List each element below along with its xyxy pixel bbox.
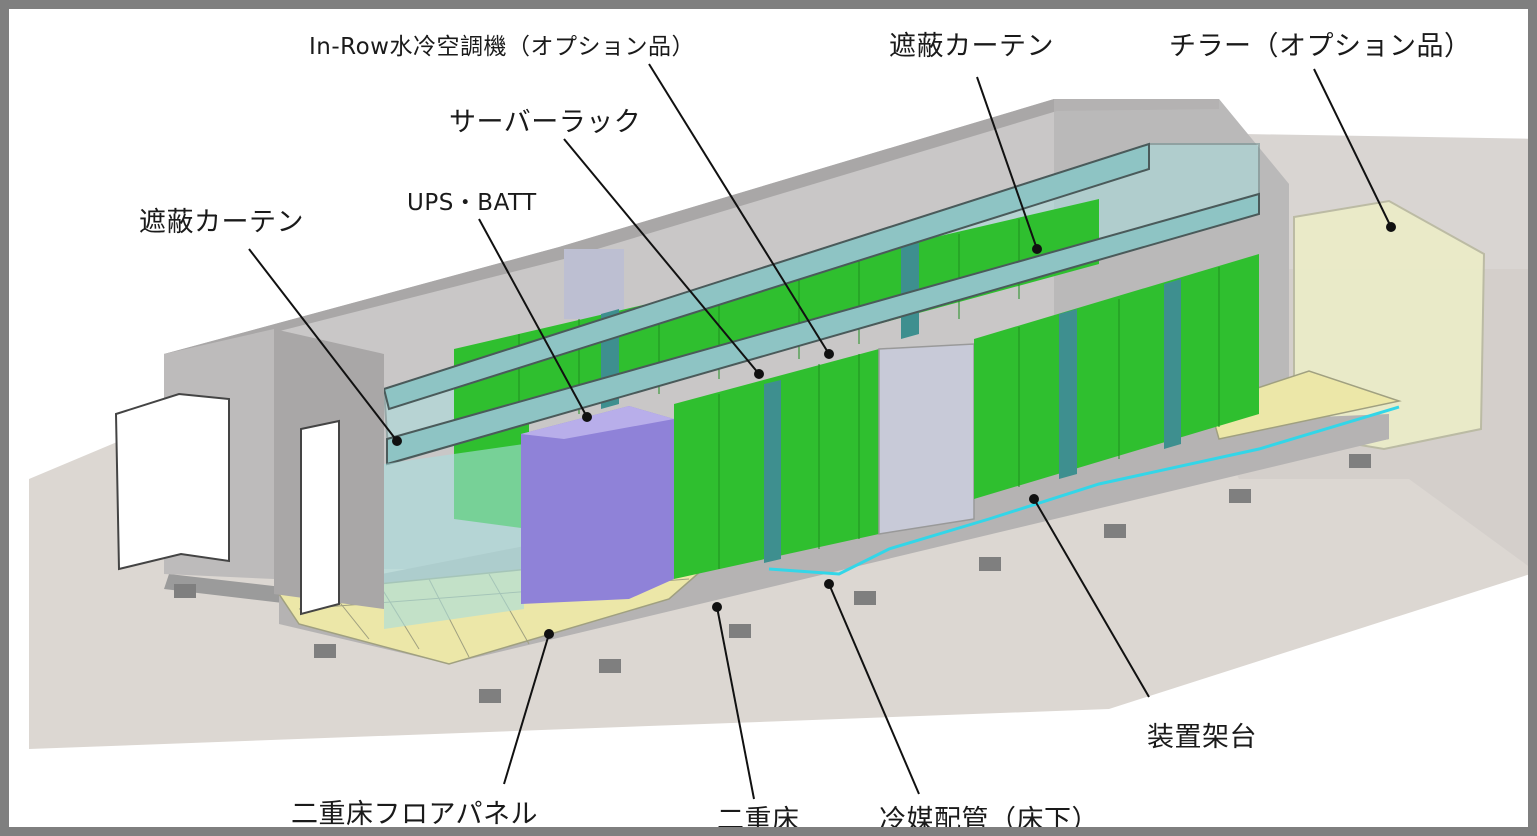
- ups-batt-block: [521, 406, 674, 604]
- curtain-rail-upper: [382, 142, 1150, 411]
- curtain-glass-left: [384, 444, 524, 629]
- label-refrigerant-pipe: 冷媒配管（床下）: [879, 805, 1099, 836]
- ups-batt-top: [521, 406, 674, 439]
- back-window: [564, 249, 624, 319]
- rack-row-door-panel: [878, 343, 975, 535]
- refrigerant-pipe-line: [768, 405, 1400, 576]
- curtain-rail-lower: [386, 192, 1260, 466]
- container-datacenter-illustration: [29, 63, 1528, 800]
- label-floor-panel: 二重床フロアパネル: [291, 799, 538, 830]
- rack-row-front-left-dividers: [718, 354, 860, 569]
- platform-support-legs: [174, 454, 1371, 703]
- rack-row-front-right-dividers: [1018, 267, 1220, 487]
- label-curtain-top: 遮蔽カーテン: [889, 31, 1054, 62]
- rack-row-front-aisle-3: [1164, 279, 1181, 449]
- label-server-rack: サーバーラック: [449, 107, 642, 138]
- label-raised-floor: 二重床: [717, 805, 800, 836]
- inner-door-open: [300, 419, 340, 616]
- label-chiller: チラー（オプション品）: [1169, 31, 1472, 62]
- rack-row-front-aisle-1: [764, 380, 781, 563]
- rack-row-front-aisle-2: [1059, 309, 1077, 479]
- label-curtain-left: 遮蔽カーテン: [139, 207, 304, 238]
- label-equipment-stand: 装置架台: [1147, 722, 1257, 753]
- label-ups-batt: UPS・BATT: [407, 190, 537, 216]
- leader-lines: [248, 63, 1396, 800]
- label-inrow-cooler: In-Row水冷空調機（オプション品）: [309, 34, 695, 60]
- outer-door-open: [114, 392, 230, 571]
- floor-panels-right: [1208, 370, 1402, 440]
- rack-row-front-right: [974, 254, 1259, 499]
